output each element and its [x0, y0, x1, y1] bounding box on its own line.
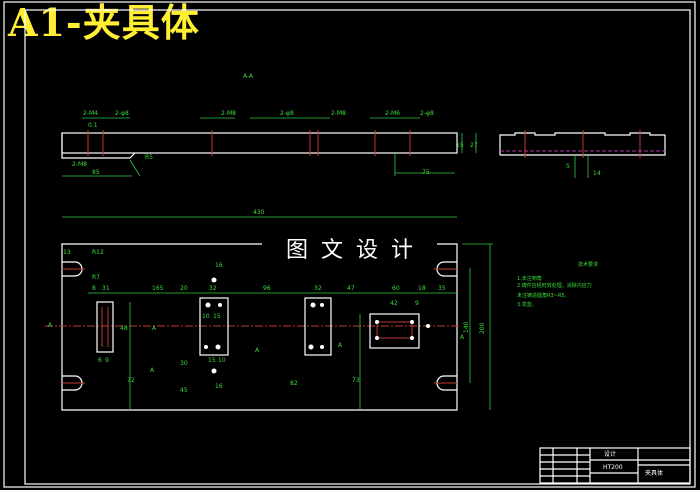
inner-frame [24, 9, 691, 485]
dimension-label: 27 [470, 142, 478, 149]
dimension-label: 15 [213, 313, 221, 320]
dimension-label: R12 [92, 249, 104, 256]
dimension-label: 10 [218, 357, 226, 364]
dimension-label: 未注铸造圆角R3~R5。 [517, 292, 570, 299]
dimension-label: A [150, 367, 155, 374]
dimension-label: R7 [92, 274, 100, 281]
dimension-label: 2-M6 [385, 110, 400, 117]
dimension-label: 82 [290, 380, 298, 387]
dimension-label: 140 [463, 321, 470, 333]
dimension-label: A [48, 322, 53, 329]
dimension-label: 32 [209, 285, 217, 292]
dimension-label: 72 [127, 377, 135, 384]
dimension-label: 13 [63, 249, 71, 256]
dimension-label: 设计 [604, 450, 616, 458]
section-view: A-A 2-M4 2-φ8 2-M8 2-φ8 2-M8 2-M6 2-φ8 2… [61, 73, 478, 177]
dimension-label: 2.铸件应经时效处理，消除内应力 [517, 282, 592, 289]
dimension-label: 85 [92, 169, 100, 176]
pad-1 [96, 301, 114, 353]
dimension-label: 2-φ8 [280, 110, 294, 117]
dimension-label: 73 [352, 377, 360, 384]
dimension-label: 47 [347, 285, 355, 292]
dimension-label: 2-M4 [83, 110, 98, 117]
outer-border [3, 1, 696, 488]
dimension-label: 60 [392, 285, 400, 292]
dimension-label: A [255, 347, 260, 354]
dimension-label: 0.1 [88, 122, 98, 129]
dimension-label: 5 [566, 163, 570, 170]
title-block: 设计 HT200 夹具体 [539, 447, 691, 484]
dimension-label: 3.发蓝。 [517, 301, 537, 308]
technical-notes: 技术要求 1.未注倒角 2.铸件应经时效处理，消除内应力 未注铸造圆角R3~R5… [517, 261, 598, 308]
dimension-label: 16 [215, 262, 223, 269]
dimension-label: 2-M8 [331, 110, 346, 117]
dimension-label: 165 [152, 285, 164, 292]
section-label: A-A [243, 73, 254, 80]
dimension-label: 技术要求 [578, 261, 598, 268]
dimension-label: 45 [180, 387, 188, 394]
watermark: 图文设计 [286, 238, 427, 263]
side-view: 5 14 [499, 130, 666, 178]
dimension-label: A [460, 334, 465, 341]
dimension-label: 6 [98, 357, 102, 364]
dimension-label: A [152, 325, 157, 332]
dimension-label: 42 [390, 300, 398, 307]
dimension-label: 1.未注倒角 [517, 275, 542, 282]
dimension-label: 15 [456, 142, 464, 149]
dimension-label: 9 [415, 300, 419, 307]
dimension-label: 48 [120, 325, 128, 332]
dimension-label: 2-M8 [72, 161, 87, 168]
dimension-label: 14 [593, 170, 601, 177]
dimension-label: A [338, 342, 343, 349]
dimension-label: R5 [145, 154, 153, 161]
dimension-label: 20 [180, 285, 188, 292]
pad-4 [369, 313, 420, 349]
dimension-label: 9 [105, 357, 109, 364]
pad-2 [199, 297, 229, 356]
dimension-label: 75 [422, 169, 430, 176]
dimension-label: 2-φ8 [420, 110, 434, 117]
dimension-label: 31 [102, 285, 110, 292]
dimension-label: 2-φ8 [115, 110, 129, 117]
dimension-label: 430 [253, 209, 265, 216]
dimension-label: 30 [180, 360, 188, 367]
dimension-label: 18 [418, 285, 426, 292]
part-name: 夹具体 [645, 469, 663, 477]
dimension-label: 32 [314, 285, 322, 292]
section-body [61, 132, 458, 154]
dimension-label: 10 [202, 313, 210, 320]
dimension-label: 16 [215, 383, 223, 390]
dimension-label: 15 [208, 357, 216, 364]
plan-view: 430 200 140 13 R12 R7 A 8 31 165 32 96 3… [45, 209, 493, 411]
pad-3 [304, 297, 332, 356]
material-label: HT200 [603, 464, 623, 471]
dimension-label: 35 [438, 285, 446, 292]
dimension-label: 2-M8 [221, 110, 236, 117]
dimension-label: 96 [263, 285, 271, 292]
dimension-label: 200 [479, 322, 486, 334]
dimension-label: 8 [92, 285, 96, 292]
